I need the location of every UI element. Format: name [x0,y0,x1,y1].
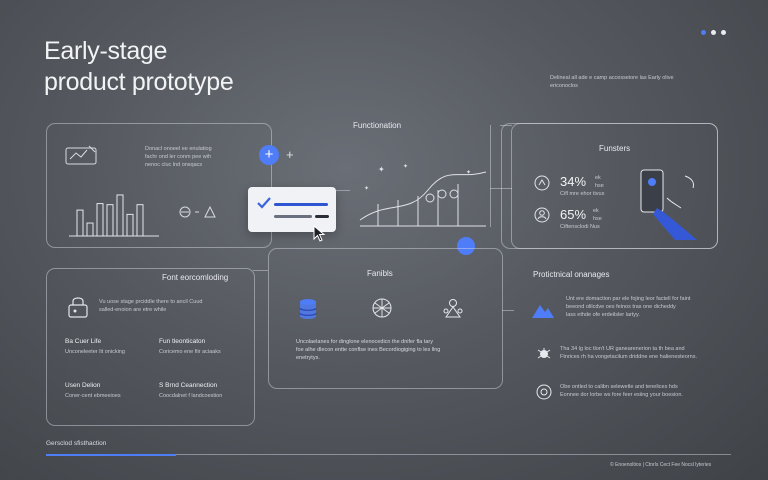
protictnical-item: Unt ere domaction par ele fojing leor fa… [566,296,691,318]
growth-illustration: ✦ ✦ ✦ ✦ [359,163,487,227]
add-icon[interactable]: + [286,147,294,162]
panel-right-top [501,123,718,249]
footer-right-text: © Enoenoltios | Ctnrls Cect Fee Nocsl ly… [610,462,712,468]
connector-line [490,188,512,189]
sketch-icon [65,145,97,165]
mountain-icon [532,305,554,318]
cursor-icon [313,224,326,242]
chart-bar [136,204,144,237]
connector-line [502,310,514,311]
item-desc: Unconeleeter lit onicking [65,349,125,355]
stat2-desc: Ciftensclodi Nus [560,224,600,230]
footer-left-text: Gersclod sfisthaction [46,440,107,447]
footer-progress [46,454,176,456]
page-dot-active[interactable] [701,30,706,35]
fanibls-title: Fanibls [367,269,393,278]
functionation-title: Functionation [353,121,402,130]
card-line [315,215,329,218]
protictnical-item: Obe ontled to calibn selewetle and tenel… [560,384,683,398]
chart-bar [96,203,104,237]
item-desc: Coocdalnet f landcoestion [159,393,223,399]
item-title: S Brnd Ceannection [159,382,218,389]
chart-bar [126,213,134,237]
chart-bar [116,194,124,237]
svg-text:✦: ✦ [378,165,385,174]
panel-center-bottom: Fanibls Uncolaelanes for dinglone elenoc… [268,248,503,389]
svg-text:✦: ✦ [466,169,471,176]
stat2-value: 65% [560,207,587,222]
formula-icon [179,205,216,218]
svg-text:✦: ✦ [364,185,369,192]
item-desc: Coner-cent ebmeeioes [65,393,121,399]
left-bottom-intro: Vu uose stage prciddle there to ancil Cu… [99,299,203,313]
stat1-desc: Cifl mre ehor tivus [560,191,605,197]
top-note: Delineal all ade e camp accesseiore las … [550,75,674,89]
font-eorcomloding-title: Font eorcomloding [162,273,229,282]
item-title: Usen Delion [65,382,101,389]
user-badge-icon [534,207,550,223]
item-title: Fun tleonticaton [159,338,206,345]
blue-node [457,237,475,255]
target-icon [536,384,552,400]
page-dot[interactable] [721,30,726,35]
stat1-value: 34% [560,174,587,189]
pagination-dots[interactable] [701,30,726,35]
lock-icon [68,297,88,318]
chart-bar [106,204,114,237]
fanibls-description: Uncolaelanes for dinglone elenocedicn th… [296,339,441,361]
panel-left-top-text: Donacl onoeel ee enulatiog fachr ond ler… [145,146,212,168]
checklist-card[interactable] [248,187,336,232]
panel-left-bottom: Font eorcomloding Vu uose stage prciddle… [46,268,255,426]
page-title: Early-stage product prototype [44,37,234,96]
check-icon [257,197,271,209]
item-desc: Coricemo ene fiir aciaaks [159,349,221,355]
panel-left-top: Donacl onoeel ee enulatiog fachr ond ler… [46,123,272,248]
panel-right-top-inner: Funsters 34% ek hse Cifl mre ehor tivus … [511,123,718,249]
bug-icon [537,348,551,359]
page-dot[interactable] [711,30,716,35]
database-icon [299,299,317,319]
connector-line [490,125,491,227]
card-line [274,203,328,206]
team-icon [443,299,463,318]
protictnical-title: Protictnical onanages [533,270,610,279]
phone-illustration [640,169,697,240]
stat1-unit: ek hse [595,175,604,189]
bar-chart [69,194,159,237]
svg-text:✦: ✦ [403,163,408,170]
connector-line [253,270,268,271]
footer-divider [46,454,731,455]
add-button[interactable]: + [259,145,279,165]
growth-badge-icon [534,175,550,191]
funsters-title: Funsters [599,144,631,153]
chart-bar [76,209,84,237]
stat2-unit: ek hse [593,208,602,222]
protictnical-item: Tha 34 lg loc tlon't UR ganearenerion ta… [560,346,697,360]
card-line [274,215,312,218]
network-icon [372,298,392,318]
item-title: Ba Cuer Life [65,338,102,345]
chart-bar [86,222,94,237]
